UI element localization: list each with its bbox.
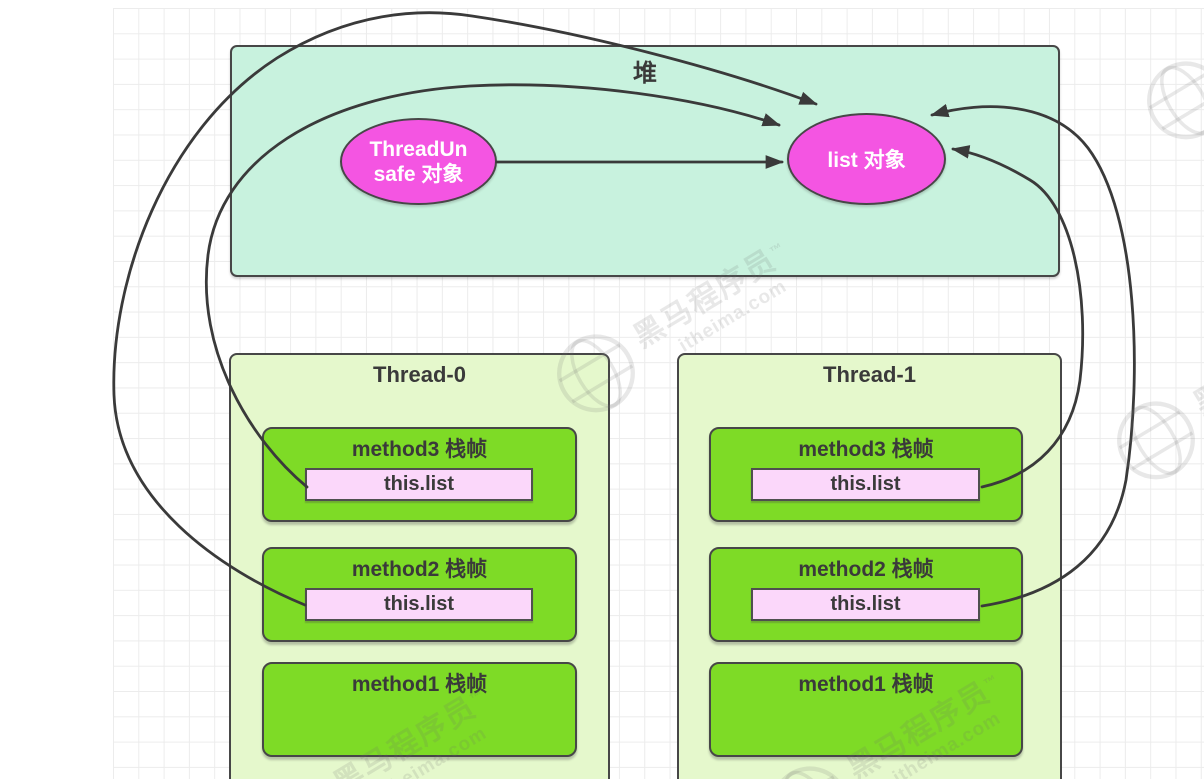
thread-0-method3-this-list-label: this.list: [383, 473, 454, 495]
thread-0-method1-frame: method1 栈帧: [262, 662, 577, 757]
thread-1-title: Thread-1: [823, 362, 916, 387]
thread-0-method2-label: method2 栈帧: [351, 558, 488, 581]
thread-1-method3-frame: method3 栈帧 this.list: [709, 427, 1023, 522]
thread-0-method3-label: method3 栈帧: [351, 438, 488, 461]
thread-1-method2-this-list-label: this.list: [830, 593, 901, 615]
thread-0-box: Thread-0 method3 栈帧 this.list method2 栈帧…: [229, 353, 610, 779]
thread-1-method2-frame: method2 栈帧 this.list: [709, 547, 1023, 642]
threadunsafe-label-line1: ThreadUn: [369, 137, 468, 161]
list-object-ellipse: list 对象: [787, 113, 946, 205]
top-margin: [0, 0, 1204, 8]
thread-0-method2-this-list-label: this.list: [383, 593, 454, 615]
list-object-label: list 对象: [827, 149, 906, 172]
thread-0-method3-frame: method3 栈帧 this.list: [262, 427, 577, 522]
threadunsafe-label-line2: safe 对象: [373, 162, 464, 186]
threadunsafe-object-ellipse: ThreadUn safe 对象: [340, 118, 497, 205]
thread-1-method2-this-list-box: this.list: [751, 588, 980, 621]
thread-1-method1-frame: method1 栈帧: [709, 662, 1023, 757]
thread-0-method3-this-list-box: this.list: [305, 468, 533, 501]
thread-0-method2-frame: method2 栈帧 this.list: [262, 547, 577, 642]
thread-0-title: Thread-0: [373, 362, 466, 387]
thread-1-method1-label: method1 栈帧: [798, 673, 934, 696]
thread-1-method3-this-list-box: this.list: [751, 468, 980, 501]
thread-1-method3-this-list-label: this.list: [830, 473, 901, 495]
left-margin: [0, 0, 113, 779]
thread-1-box: Thread-1 method3 栈帧 this.list method2 栈帧…: [677, 353, 1062, 779]
heap-title: 堆: [633, 60, 657, 87]
thread-1-method2-label: method2 栈帧: [798, 558, 934, 581]
thread-1-method3-label: method3 栈帧: [798, 438, 934, 461]
thread-0-method2-this-list-box: this.list: [305, 588, 533, 621]
thread-0-method1-label: method1 栈帧: [351, 673, 488, 696]
